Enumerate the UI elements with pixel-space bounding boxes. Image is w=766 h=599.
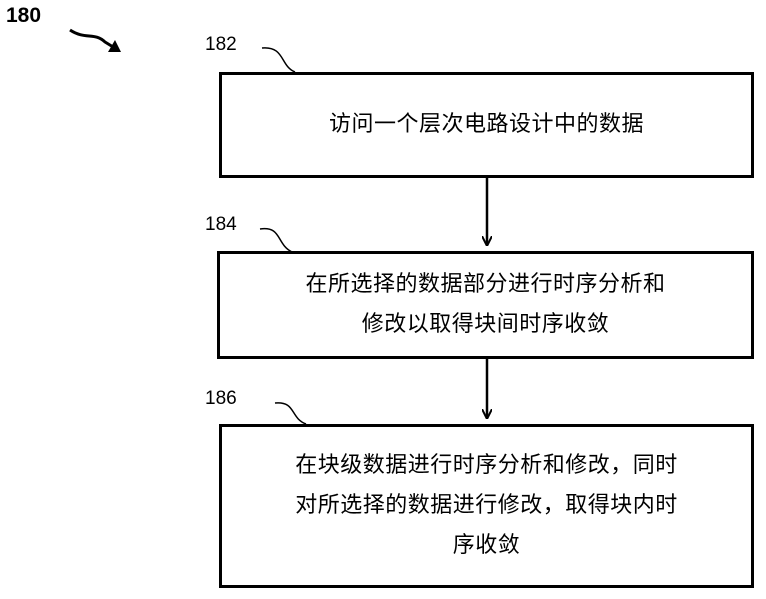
step-text-line: 访问一个层次电路设计中的数据 (328, 112, 644, 137)
step-box-182: 访问一个层次电路设计中的数据 (219, 72, 754, 178)
step-text-line: 对所选择的数据进行修改，取得块内时 (295, 493, 678, 518)
step-number-184: 184 (205, 214, 237, 235)
step-text-184: 在所选择的数据部分进行时序分析和 修改以取得块间时序收敛 (305, 265, 665, 345)
step-text-line: 在所选择的数据部分进行时序分析和 (305, 272, 666, 297)
leader-line-182 (261, 47, 296, 73)
leader-line-186 (274, 402, 307, 425)
step-text-line: 在块级数据进行时序分析和修改，同时 (295, 453, 678, 478)
step-number-186: 186 (205, 388, 237, 409)
step-text-186: 在块级数据进行时序分析和修改，同时 对所选择的数据进行修改，取得块内时 序收敛 (295, 446, 678, 566)
step-box-184: 在所选择的数据部分进行时序分析和 修改以取得块间时序收敛 (217, 251, 754, 359)
figure-pointer-arrow (69, 28, 119, 52)
step-text-line: 序收敛 (452, 533, 521, 558)
step-number-182: 182 (205, 34, 237, 55)
leader-line-184 (259, 228, 293, 253)
step-text-182: 访问一个层次电路设计中的数据 (329, 105, 644, 145)
figure-pointer-arrowhead (108, 40, 121, 52)
step-box-186: 在块级数据进行时序分析和修改，同时 对所选择的数据进行修改，取得块内时 序收敛 (219, 424, 754, 588)
step-text-line: 修改以取得块间时序收敛 (361, 312, 610, 337)
figure-number: 180 (6, 4, 42, 27)
